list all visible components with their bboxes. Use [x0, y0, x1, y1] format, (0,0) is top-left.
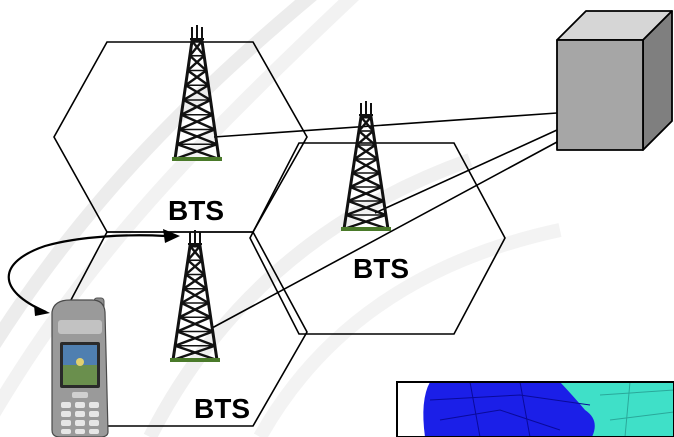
- cell-right-label: BTS: [353, 253, 409, 284]
- tower-right-icon: [341, 101, 391, 231]
- backhaul-links: [211, 112, 558, 329]
- cell-top-left-label: BTS: [168, 195, 224, 226]
- cell-right-hexagon: [249, 142, 506, 335]
- cell-bottom-label: BTS: [194, 393, 250, 424]
- mobile-phone-icon: [51, 297, 109, 437]
- handover-arrow: [7, 229, 180, 316]
- controller-cube-icon: [556, 10, 673, 151]
- background-watermark: [0, 0, 562, 437]
- link-tower3-controller: [211, 141, 558, 329]
- tower-top-left-icon: [172, 25, 222, 161]
- coverage-map-image: [396, 381, 674, 437]
- tower-bottom-icon: [170, 230, 220, 362]
- link-tower2-controller: [374, 129, 558, 214]
- link-tower1-controller: [213, 112, 558, 138]
